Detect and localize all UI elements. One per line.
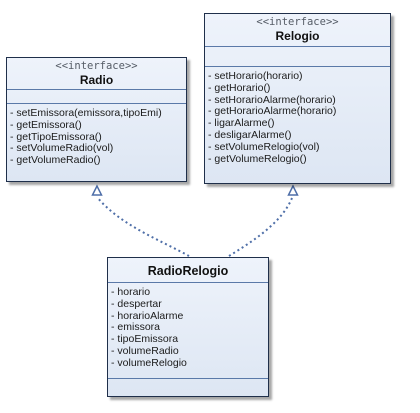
method-item: - getHorarioAlarme(horario) bbox=[208, 105, 337, 118]
methods-compartment: - setHorario(horario) - getHorario() - s… bbox=[205, 66, 390, 183]
class-radio[interactable]: <<interface>> Radio - setEmissora(emisso… bbox=[6, 57, 187, 182]
method-item: - getVolumeRadio() bbox=[10, 154, 101, 167]
realization-line-radio bbox=[96, 196, 190, 257]
method-item: - getTipoEmissora() bbox=[10, 130, 102, 143]
methods-compartment: - setEmissora(emissora,tipoEmi) - getEmi… bbox=[7, 103, 186, 181]
stereotype-label: <<interface>> bbox=[256, 16, 339, 28]
attributes-compartment: - horario - despertar - horarioAlarme - … bbox=[108, 282, 268, 379]
method-item: - getVolumeRelogio() bbox=[208, 152, 307, 165]
methods-compartment bbox=[108, 378, 268, 396]
class-name: Relogio bbox=[275, 29, 320, 43]
method-item: - setVolumeRelogio(vol) bbox=[208, 140, 320, 153]
class-radiorelogio[interactable]: RadioRelogio - horario - despertar - hor… bbox=[107, 257, 269, 397]
realization-arrowhead-relogio bbox=[287, 184, 299, 196]
attribute-item: - horario bbox=[111, 286, 151, 298]
attribute-item: - despertar bbox=[111, 297, 162, 310]
attribute-item: - emissora bbox=[111, 321, 161, 334]
attribute-item: - volumeRelogio bbox=[111, 356, 187, 369]
attribute-item: - horarioAlarme bbox=[111, 309, 184, 322]
attribute-item: - volumeRadio bbox=[111, 344, 179, 357]
stereotype-label: <<interface>> bbox=[55, 60, 138, 72]
method-item: - getHorario() bbox=[208, 81, 271, 94]
method-item: - desligarAlarme() bbox=[208, 128, 292, 141]
attributes-compartment bbox=[7, 89, 186, 104]
attribute-item: - tipoEmissora bbox=[111, 333, 179, 346]
method-item: - getEmissora() bbox=[10, 118, 82, 131]
realization-arrowhead-radio bbox=[91, 184, 103, 196]
class-name: Radio bbox=[79, 73, 114, 87]
method-item: - setEmissora(emissora,tipoEmi) bbox=[10, 107, 162, 119]
attributes-compartment bbox=[205, 46, 390, 67]
method-item: - setVolumeRadio(vol) bbox=[10, 142, 114, 155]
class-name: RadioRelogio bbox=[147, 264, 229, 278]
method-item: - setHorario(horario) bbox=[208, 70, 303, 82]
class-relogio[interactable]: <<interface>> Relogio - setHorario(horar… bbox=[204, 13, 391, 184]
method-item: - setHorarioAlarme(horario) bbox=[208, 93, 336, 106]
method-item: - ligarAlarme() bbox=[208, 117, 275, 130]
realization-line-relogio bbox=[228, 197, 293, 257]
